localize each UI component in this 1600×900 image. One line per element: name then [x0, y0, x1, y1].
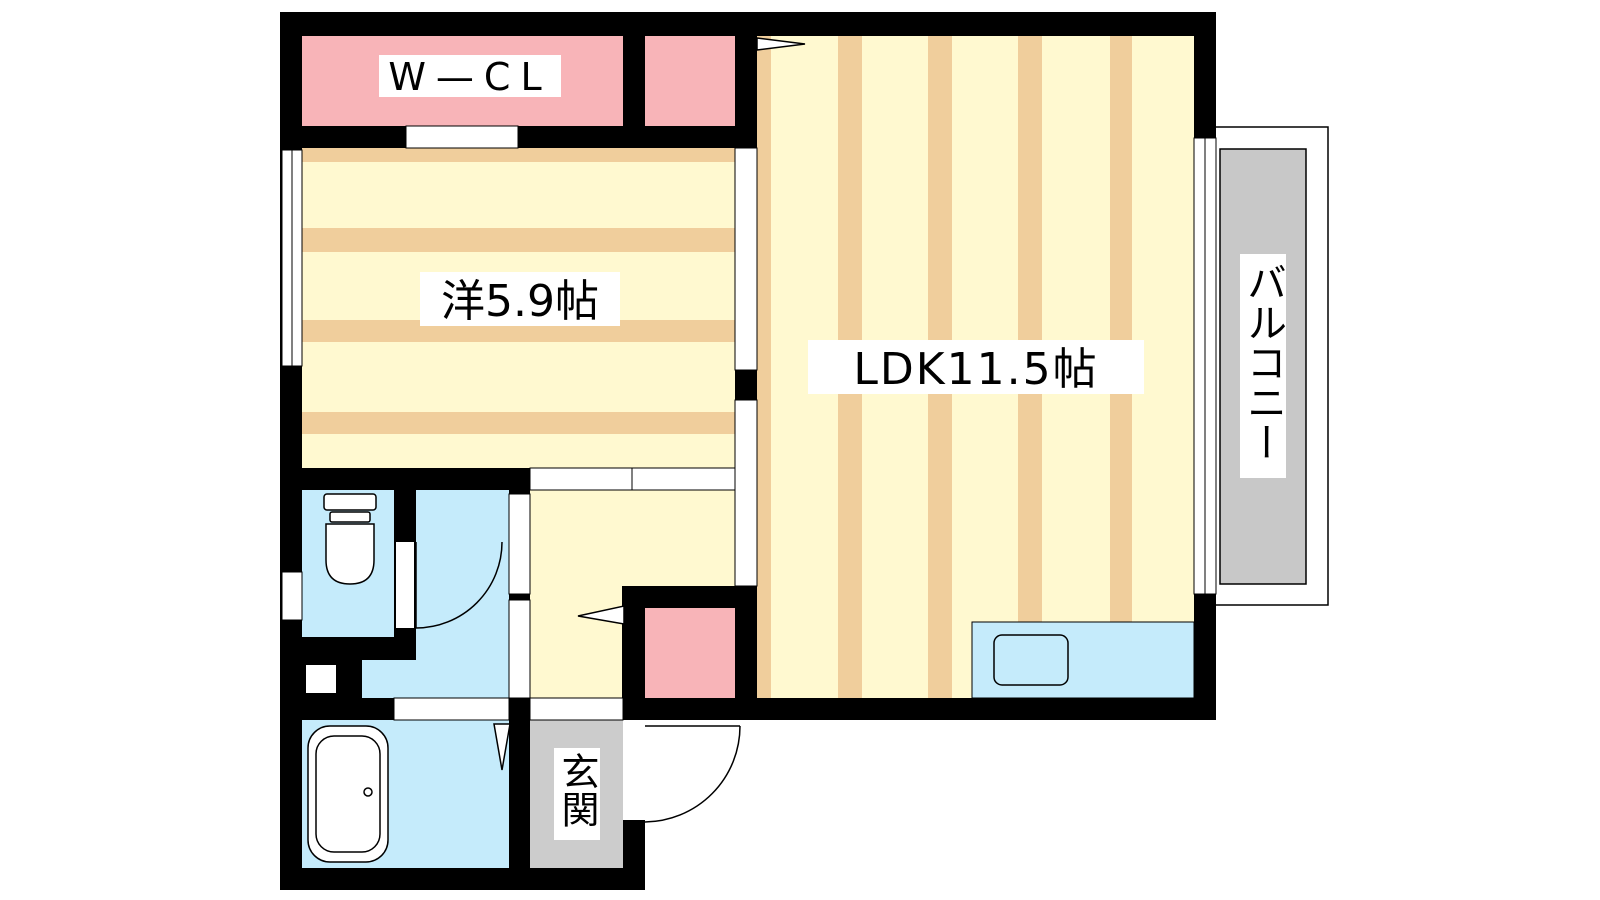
bathtub: [307, 725, 389, 863]
drain-icon: [363, 787, 373, 797]
kitchen-sink: [993, 634, 1069, 686]
label-ldk: LDK11.5帖: [808, 340, 1144, 395]
ldk-label: LDK11.5帖: [853, 344, 1098, 395]
toilet-fixture: [323, 493, 377, 585]
pipe-space: [306, 665, 336, 693]
balcony: [1209, 126, 1329, 606]
balcony-label: バルコニー: [1240, 262, 1286, 462]
label-wcl: W—CL: [379, 55, 561, 99]
label-entrance: 玄関: [554, 748, 600, 840]
label-balcony: バルコニー: [1240, 254, 1286, 478]
doors: [396, 37, 806, 823]
kitchen-counter: [971, 621, 1195, 699]
label-western-room: 洋5.9帖: [420, 272, 620, 327]
closet-small: [645, 36, 735, 126]
openings: [281, 125, 1217, 721]
wcl-label: W—CL: [388, 55, 551, 99]
entrance-label: 玄関: [555, 752, 599, 828]
western-room-label: 洋5.9帖: [441, 276, 599, 327]
